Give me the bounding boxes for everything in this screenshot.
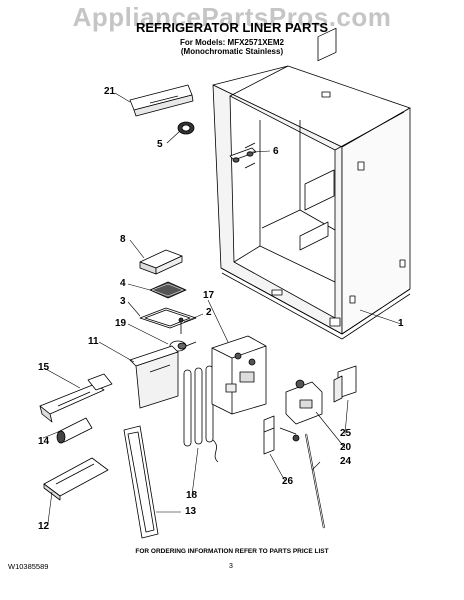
callout-1: 1: [398, 318, 404, 329]
filter-housing-part: [139, 249, 183, 275]
auger-part: [39, 373, 113, 423]
right-bracket-part: [333, 365, 357, 403]
callout-6: 6: [273, 146, 279, 157]
callout-11: 11: [88, 336, 99, 347]
leader-lines: [42, 92, 402, 524]
filter-part: [149, 281, 187, 299]
callout-17: 17: [203, 290, 215, 301]
callout-5: 5: [157, 139, 163, 150]
callout-2: 2: [206, 307, 212, 318]
model-subtitle: For Models: MFX2571XEM2: [179, 38, 285, 47]
callout-19: 19: [115, 318, 127, 329]
small-bracket-part: [263, 415, 275, 455]
control-assembly-part: [211, 335, 267, 415]
air-duct-part: [129, 84, 194, 117]
callout-24: 24: [340, 456, 352, 467]
callout-26: 26: [282, 476, 294, 487]
variant-subtitle: (Monochromatic Stainless): [180, 47, 284, 56]
callout-21: 21: [104, 86, 116, 97]
page-title: REFRIGERATOR LINER PARTS: [135, 20, 329, 35]
callout-18: 18: [186, 490, 198, 501]
callout-13: 13: [185, 506, 197, 517]
callout-4: 4: [120, 278, 126, 289]
water-tube-part: [305, 433, 325, 529]
roller-part: [56, 417, 93, 444]
callout-8: 8: [120, 234, 126, 245]
tray-part: [43, 457, 109, 501]
callout-25: 25: [340, 428, 352, 439]
document-number: W10385589: [8, 562, 49, 571]
watermark: AppliancePartsPros.com: [72, 2, 392, 32]
callout-20: 20: [340, 442, 352, 453]
callout-3: 3: [120, 296, 126, 307]
housing-bracket-part: [129, 345, 179, 409]
callout-12: 12: [38, 521, 50, 532]
bracket-part: [229, 147, 257, 163]
cover-plate-part: [139, 307, 197, 329]
evaporator-part: [183, 365, 219, 463]
damper-part: [177, 121, 195, 135]
page-number: 3: [229, 563, 233, 570]
panel-part: [123, 425, 159, 539]
screw-part: [178, 317, 184, 334]
water-valve-part: [279, 379, 323, 442]
liner-box: [212, 27, 411, 340]
callout-15: 15: [38, 362, 50, 373]
ordering-note: FOR ORDERING INFORMATION REFER TO PARTS …: [135, 548, 329, 555]
callout-14: 14: [38, 436, 50, 447]
